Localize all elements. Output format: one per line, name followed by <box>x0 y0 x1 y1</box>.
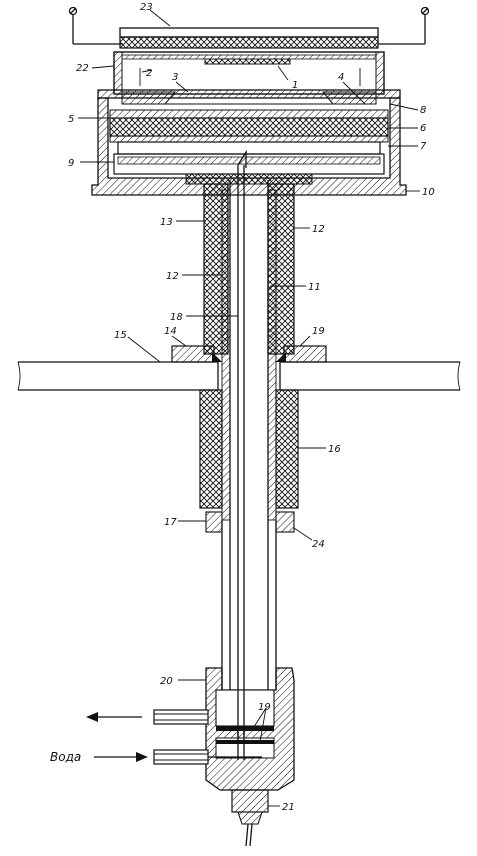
label-19-top: 19 <box>312 326 325 337</box>
electrical-terminals <box>68 6 430 45</box>
label-16: 16 <box>328 444 341 455</box>
base-wall <box>17 361 461 391</box>
coolant-inlet-nozzle <box>153 749 262 765</box>
insulation-layers <box>109 109 389 175</box>
label-17: 17 <box>164 517 177 528</box>
label-19-bottom: 19 <box>258 702 271 713</box>
clamp-nuts <box>171 345 327 363</box>
label-20: 20 <box>160 676 173 687</box>
label-23: 23 <box>140 2 153 13</box>
label-4: 4 <box>338 72 344 83</box>
label-12-right: 12 <box>312 224 325 235</box>
bottom-fitting <box>231 789 269 847</box>
outlet-arrow <box>86 712 142 722</box>
label-12-left: 12 <box>166 271 179 282</box>
label-24: 24 <box>312 539 325 550</box>
label-21: 21 <box>282 802 295 813</box>
label-8: 8 <box>420 105 426 116</box>
label-6: 6 <box>420 123 426 134</box>
label-15: 15 <box>114 330 127 341</box>
label-13: 13 <box>160 217 173 228</box>
label-1: 1 <box>292 80 298 91</box>
lower-housing <box>91 97 407 196</box>
lower-insulation <box>199 389 299 509</box>
label-7: 7 <box>420 141 427 152</box>
part-labels: 23 22 2 1 3 4 8 5 6 7 9 10 13 12 12 11 1… <box>50 2 435 813</box>
label-22: 22 <box>76 63 89 74</box>
lower-nut <box>205 511 295 533</box>
label-18: 18 <box>170 312 183 323</box>
label-5: 5 <box>68 114 74 125</box>
label-3: 3 <box>172 72 178 83</box>
label-10: 10 <box>422 187 435 198</box>
tube-assembly <box>203 149 295 750</box>
inlet-arrow <box>94 752 148 762</box>
water-label: Вода <box>50 750 81 764</box>
label-14: 14 <box>164 326 177 337</box>
neck-seal <box>185 173 313 185</box>
label-9: 9 <box>68 158 74 169</box>
cooling-block <box>205 667 295 791</box>
label-2: 2 <box>146 68 152 79</box>
top-heater-plate <box>119 27 379 49</box>
leader-lines <box>78 9 420 807</box>
label-11: 11 <box>308 282 321 293</box>
coolant-outlet-nozzle <box>153 709 209 725</box>
flange-plate <box>97 89 401 99</box>
